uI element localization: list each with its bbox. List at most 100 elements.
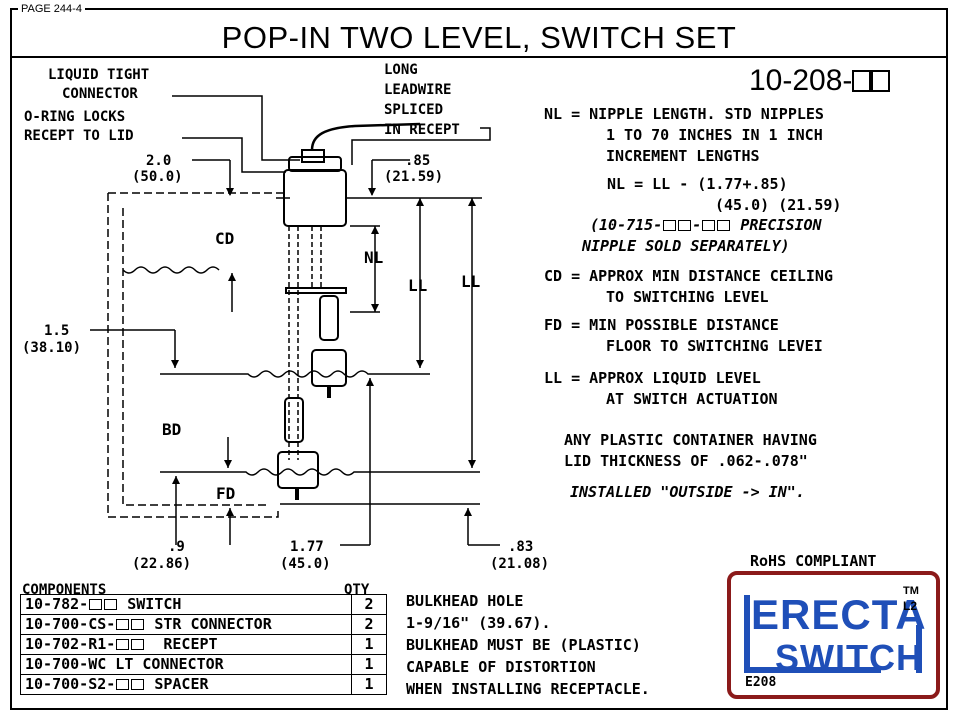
component-code: 10-782-	[25, 595, 89, 613]
note-line: TO SWITCHING LEVEL	[606, 288, 769, 306]
upper-switch	[311, 349, 347, 387]
callout-line: LONG	[384, 62, 418, 78]
option-box-icon	[89, 599, 103, 610]
table-row: 10-700-S2- SPACER 1	[20, 674, 387, 695]
dim-85-mm: (21.59)	[384, 169, 444, 185]
component-desc: 10-700-CS- STR CONNECTOR	[20, 614, 352, 635]
option-box-icon	[104, 599, 118, 610]
note-installed: INSTALLED "OUTSIDE -> IN".	[570, 483, 805, 501]
callout-long-leadwire: LONG LEADWIRE SPLICED IN RECEPT	[384, 60, 460, 140]
dim-83-mm: (21.08)	[490, 556, 550, 572]
note-ll-definition: LL = APPROX LIQUID LEVEL AT SWITCH ACTUA…	[544, 368, 778, 410]
components-table: 10-782- SWITCH 2 10-700-CS- STR CONNECTO…	[20, 594, 387, 695]
note-line: ANY PLASTIC CONTAINER HAVING	[564, 431, 817, 449]
note-line: WHEN INSTALLING RECEPTACLE.	[406, 680, 650, 698]
note-line: FD = MIN POSSIBLE DISTANCE	[544, 316, 779, 334]
logo-switch: SWITCH	[775, 637, 923, 678]
bulkhead-notes: BULKHEAD HOLE 1-9/16" (39.67). BULKHEAD …	[406, 590, 650, 700]
note-line: FLOOR TO SWITCHING LEVEI	[606, 337, 823, 355]
table-row: 10-782- SWITCH 2	[20, 594, 387, 615]
dim-1-5: 1.5	[44, 323, 70, 339]
title-bar: POP-IN TWO LEVEL, SWITCH SET	[10, 8, 948, 58]
component-name: RECEPT	[145, 635, 218, 653]
logo-erecta: ERECTA	[751, 591, 927, 638]
dim-1-77: 1.77	[290, 539, 324, 555]
page-tag: PAGE 244-4	[18, 3, 85, 15]
note-line: LL = APPROX LIQUID LEVEL	[544, 369, 761, 387]
option-box-icon	[116, 639, 130, 650]
note-line: CD = APPROX MIN DISTANCE CEILING	[544, 267, 833, 285]
option-box-icon	[116, 679, 130, 690]
note-line: LID THICKNESS OF .062-.078"	[564, 452, 808, 470]
option-box-icon	[678, 220, 692, 231]
component-name: STR CONNECTOR	[145, 615, 272, 633]
leadwire	[310, 122, 421, 151]
callout-line: SPLICED	[384, 102, 444, 118]
logo-tm: TM	[903, 585, 919, 597]
spacer	[285, 287, 347, 294]
logo-code: E208	[745, 675, 777, 690]
erecta-switch-logo: ERECTA SWITCH TM L2 E208	[727, 571, 940, 699]
note-line: NL = LL - (1.77+.85)	[607, 175, 788, 193]
component-qty: 2	[351, 594, 387, 615]
components-header-label: COMPONENTS	[22, 582, 107, 594]
option-box-icon	[116, 619, 130, 630]
dim-83: .83	[508, 539, 534, 555]
note-line: CAPABLE OF DISTORTION	[406, 658, 596, 676]
note-line: (45.0) (21.59)	[715, 196, 842, 214]
liquid-level-cd	[122, 266, 220, 274]
callout-line: CONNECTOR	[62, 86, 138, 102]
component-code: 10-700-CS-	[25, 615, 116, 633]
note-fd-definition: FD = MIN POSSIBLE DISTANCE FLOOR TO SWIT…	[544, 315, 823, 357]
label-fd: FD	[216, 484, 236, 503]
note-nl-formula: NL = LL - (1.77+.85) (45.0) (21.59)	[607, 174, 841, 216]
component-desc: 10-782- SWITCH	[20, 594, 352, 615]
container-outline-inner	[122, 208, 270, 506]
option-box-icon	[871, 70, 891, 92]
label-nl: NL	[364, 248, 384, 267]
label-bd: BD	[162, 420, 182, 439]
table-row: 10-700-WC LT CONNECTOR 1	[20, 654, 387, 675]
note-line: AT SWITCH ACTUATION	[606, 390, 778, 408]
note-text: (10-715-	[590, 216, 663, 234]
component-qty: 1	[351, 674, 387, 695]
label-ll-outer: LL	[461, 272, 481, 291]
dim-1-5-mm: (38.10)	[22, 340, 82, 356]
option-box-icon	[131, 679, 145, 690]
option-box-icon	[852, 70, 872, 92]
note-cd-definition: CD = APPROX MIN DISTANCE CEILING TO SWIT…	[544, 266, 833, 308]
logo-bracket-icon	[744, 595, 922, 673]
drawing-frame	[10, 8, 948, 710]
callout-line: LIQUID TIGHT	[48, 67, 150, 83]
option-box-icon	[131, 639, 145, 650]
page-title: POP-IN TWO LEVEL, SWITCH SET	[221, 20, 737, 55]
note-line: NIPPLE SOLD SEPARATELY)	[582, 237, 790, 255]
logo-l2: L2	[903, 599, 918, 613]
rohs-compliant: RoHS COMPLIANT	[750, 552, 877, 570]
note-line: 1 TO 70 INCHES IN 1 INCH	[606, 126, 823, 144]
liquid-level-lower	[160, 468, 480, 476]
callout-o-ring: O-RING LOCKS RECEPT TO LID	[24, 108, 134, 146]
note-nl-definition: NL = NIPPLE LENGTH. STD NIPPLES 1 TO 70 …	[544, 104, 824, 167]
callout-line: O-RING LOCKS	[24, 109, 126, 125]
component-desc: 10-700-S2- SPACER	[20, 674, 352, 695]
note-container: ANY PLASTIC CONTAINER HAVING LID THICKNE…	[564, 430, 817, 472]
label-ll-inner: LL	[408, 276, 428, 295]
table-row: 10-700-CS- STR CONNECTOR 2	[20, 614, 387, 635]
table-row: 10-702-R1- RECEPT 1	[20, 634, 387, 655]
note-line: INCREMENT LENGTHS	[606, 147, 760, 165]
receptacle	[283, 169, 347, 227]
component-qty: 2	[351, 614, 387, 635]
callout-line: RECEPT TO LID	[24, 128, 134, 144]
component-desc: 10-700-WC LT CONNECTOR	[20, 654, 352, 675]
dim-2-0: 2.0	[146, 153, 172, 169]
component-name: SWITCH	[118, 595, 182, 613]
option-box-icon	[717, 220, 731, 231]
component-qty: 1	[351, 654, 387, 675]
component-code: 10-702-R1-	[25, 635, 116, 653]
dim-2-0-mm: (50.0)	[132, 169, 183, 185]
dim-9: .9	[168, 539, 185, 555]
qty-header-label: QTY	[344, 582, 370, 594]
callout-liquid-tight: LIQUID TIGHT CONNECTOR	[48, 66, 149, 104]
